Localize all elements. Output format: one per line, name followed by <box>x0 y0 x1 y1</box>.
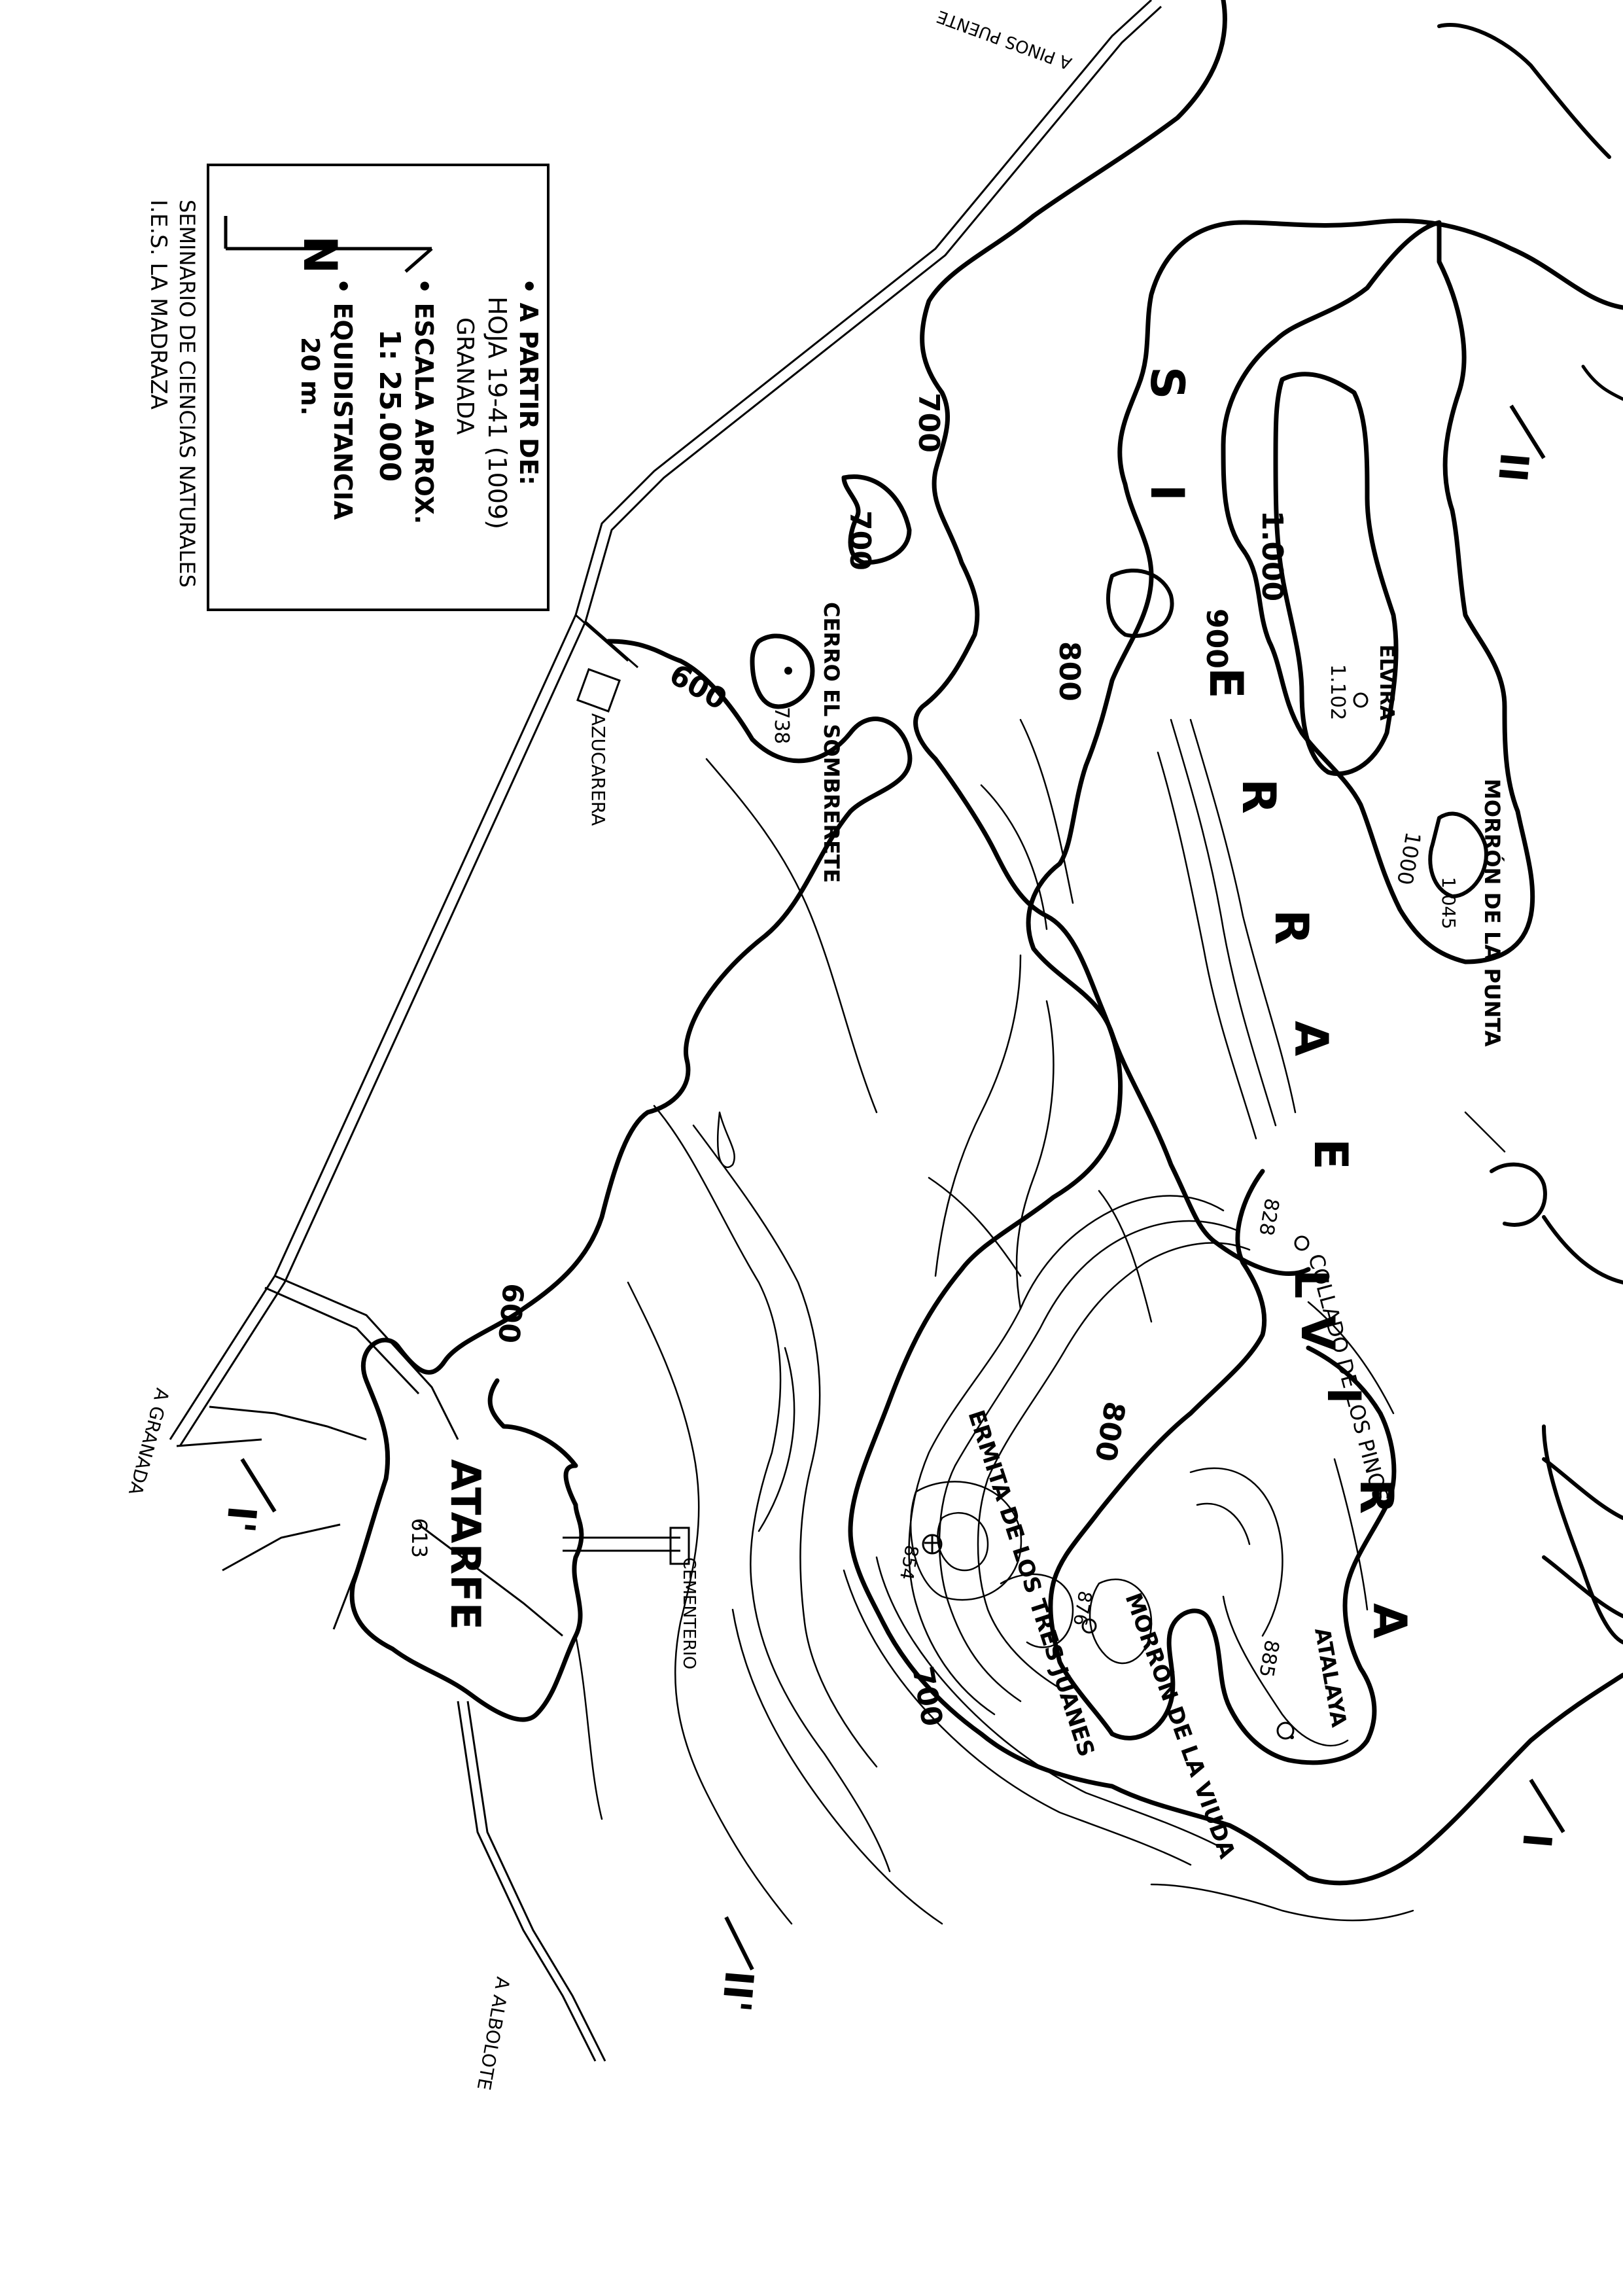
cementerio-icon <box>669 1527 690 1565</box>
atalaya-label: ATALAYA <box>1310 1626 1352 1729</box>
azucarera-label: AZUCARERA <box>587 713 609 826</box>
contour-lines <box>349 0 1623 1925</box>
sierra-letter-i: I <box>1140 484 1194 501</box>
contour-label-700-a: 700 <box>912 393 945 453</box>
contour-label-800-b: 800 <box>1088 1399 1131 1464</box>
atalaya-altitude: 885 <box>1254 1638 1283 1679</box>
section-label-ii: II <box>1489 451 1537 484</box>
section-markers <box>240 404 1565 1971</box>
contour-label-1000-b: 1000 <box>1392 830 1426 887</box>
contour-label-600-a: 600 <box>664 658 733 716</box>
collado-pinos-label: COLLADO DE LOS PINOS <box>1303 1251 1393 1505</box>
north-arrow-icon <box>224 216 433 273</box>
section-label-ii-prime: II' <box>713 1969 762 2014</box>
road-label-granada: A GRANADA <box>124 1386 173 1497</box>
legend-line-7: 20 m. <box>296 337 324 415</box>
sierra-letter-l: L <box>1284 1269 1338 1299</box>
legend-line-3: GRANADA <box>451 317 478 435</box>
sierra-letter-e: E <box>1199 667 1253 699</box>
atarfe-altitude: 613 <box>407 1518 432 1558</box>
legend-line-2: HOJA 19-41 (1009) <box>483 296 512 529</box>
sierra-letter-r2: R <box>1265 910 1318 945</box>
section-label-i-prime: I' <box>217 1504 265 1535</box>
ermita-cross-icon <box>924 1534 940 1554</box>
legend-line-6: • EQUIDISTANCIA <box>328 278 357 520</box>
north-letter: N <box>293 236 347 274</box>
cerro-sombrerete-altitude: 738 <box>770 707 793 744</box>
road-network <box>169 0 1162 2062</box>
azucarera-building-icon <box>576 668 621 713</box>
morron-punta-altitude: 1.045 <box>1438 877 1459 929</box>
road-label-pinos-puente: A PINOS PUENTE <box>934 6 1074 73</box>
elvira-peak-label: ELVIRA <box>1375 645 1398 721</box>
legend-line-5: 1: 25.000 <box>373 329 406 482</box>
section-label-i: I <box>1513 1831 1560 1850</box>
contour-label-800-a: 800 <box>1053 641 1086 701</box>
legend-credit-2: I.E.S. LA MADRAZA <box>145 200 171 410</box>
sierra-letter-r1: R <box>1232 779 1285 814</box>
ermita-tres-juanes-altitude: 854 <box>896 1544 923 1581</box>
legend-box: • A PARTIR DE: HOJA 19-41 (1009) GRANADA… <box>145 164 550 611</box>
sierra-letter-a2: A <box>1363 1603 1416 1638</box>
sierra-letter-a: A <box>1284 1021 1338 1056</box>
contour-label-900: 900 <box>1200 609 1233 669</box>
contour-label-700-b: 700 <box>843 510 877 571</box>
morron-punta-label: MORRÓN DE LA PUNTA <box>1480 779 1505 1047</box>
sierra-letter-i2: I <box>1317 1387 1370 1404</box>
sierra-letter-e2: E <box>1304 1139 1357 1170</box>
contour-label-1000-a: 1.000 <box>1255 510 1289 601</box>
contour-label-600-b: 600 <box>491 1282 530 1345</box>
atarfe-label: ATARFE <box>442 1459 489 1630</box>
morron-viuda-label: MORRÓN DE LA VIUDA <box>1120 1589 1241 1862</box>
sierra-letter-v: V <box>1291 1315 1344 1351</box>
road-label-albolote: A ALBOLOTE <box>473 1975 514 2092</box>
cerro-sombrerete-label: CERRO EL SOMBRERETE <box>819 602 844 883</box>
contour-label-700-c: 700 <box>905 1664 949 1729</box>
elvira-peak-altitude: 1.102 <box>1326 664 1349 720</box>
legend-line-1: • A PARTIR DE: <box>514 278 543 486</box>
collado-pinos-altitude: 828 <box>1254 1197 1283 1237</box>
legend-line-4: • ESCALA APROX. <box>410 278 438 524</box>
sierra-elvira-title: S I E R R A E L V I R A <box>1140 366 1416 1638</box>
sierra-letter-r3: R <box>1350 1479 1403 1514</box>
sierra-letter-s: S <box>1140 366 1194 399</box>
morron-viuda-altitude: 876 <box>1069 1589 1096 1627</box>
legend-credit-1: SEMINARIO DE CIENCIAS NATURALES <box>175 200 200 588</box>
